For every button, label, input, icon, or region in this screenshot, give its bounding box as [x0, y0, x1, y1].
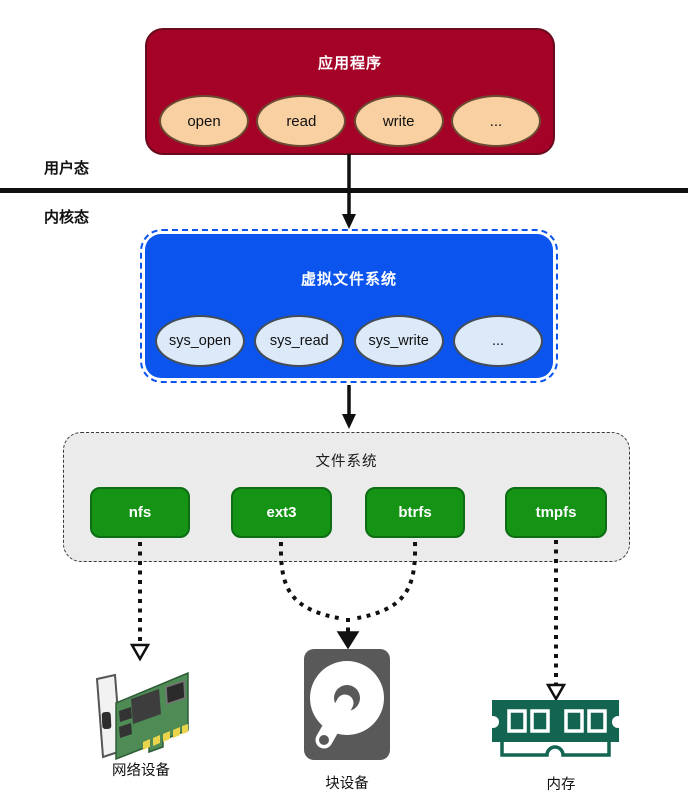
block-device-label: 块设备 — [325, 776, 369, 792]
user-kernel-divider-line — [0, 188, 688, 193]
application-layer-title: 应用程序 — [317, 55, 382, 72]
syscall-pill-row: open read write ... — [147, 95, 553, 147]
vfs-layer-box: 虚拟文件系统 sys_open sys_read sys_write ... — [145, 234, 553, 378]
syscall-read: read — [256, 95, 347, 147]
filesystem-nfs: nfs — [90, 487, 190, 538]
application-layer-box: 应用程序 open read write ... — [145, 28, 555, 155]
vfs-call-pill-row: sys_open sys_read sys_write ... — [145, 315, 553, 367]
user-mode-label: 用户态 — [44, 160, 90, 177]
filesystem-btrfs: btrfs — [365, 487, 465, 538]
vfs-call-sys-read: sys_read — [254, 315, 345, 367]
hard-disk-icon — [304, 649, 390, 760]
network-card-icon — [95, 671, 189, 760]
memory-label: 内存 — [546, 777, 576, 793]
filesystem-tmpfs: tmpfs — [505, 487, 607, 538]
syscall-more: ... — [450, 95, 541, 147]
vfs-call-more: ... — [452, 315, 543, 367]
vfs-call-sys-write: sys_write — [353, 315, 444, 367]
syscall-write: write — [353, 95, 444, 147]
vfs-call-sys-open: sys_open — [155, 315, 245, 367]
vfs-layer-title: 虚拟文件系统 — [300, 271, 397, 288]
network-device-label: 网络设备 — [112, 763, 170, 779]
arrow-vfs-to-fs — [342, 385, 356, 429]
vfs-layer-dashed-outline: 虚拟文件系统 sys_open sys_read sys_write ... — [140, 229, 558, 383]
kernel-mode-label: 内核态 — [44, 209, 90, 226]
syscall-open: open — [159, 95, 249, 147]
memory-stick-icon — [492, 700, 619, 757]
filesystem-layer-title: 文件系统 — [315, 454, 378, 470]
filesystem-ext3: ext3 — [231, 487, 332, 538]
arrow-tmpfs-to-memory — [545, 540, 567, 702]
